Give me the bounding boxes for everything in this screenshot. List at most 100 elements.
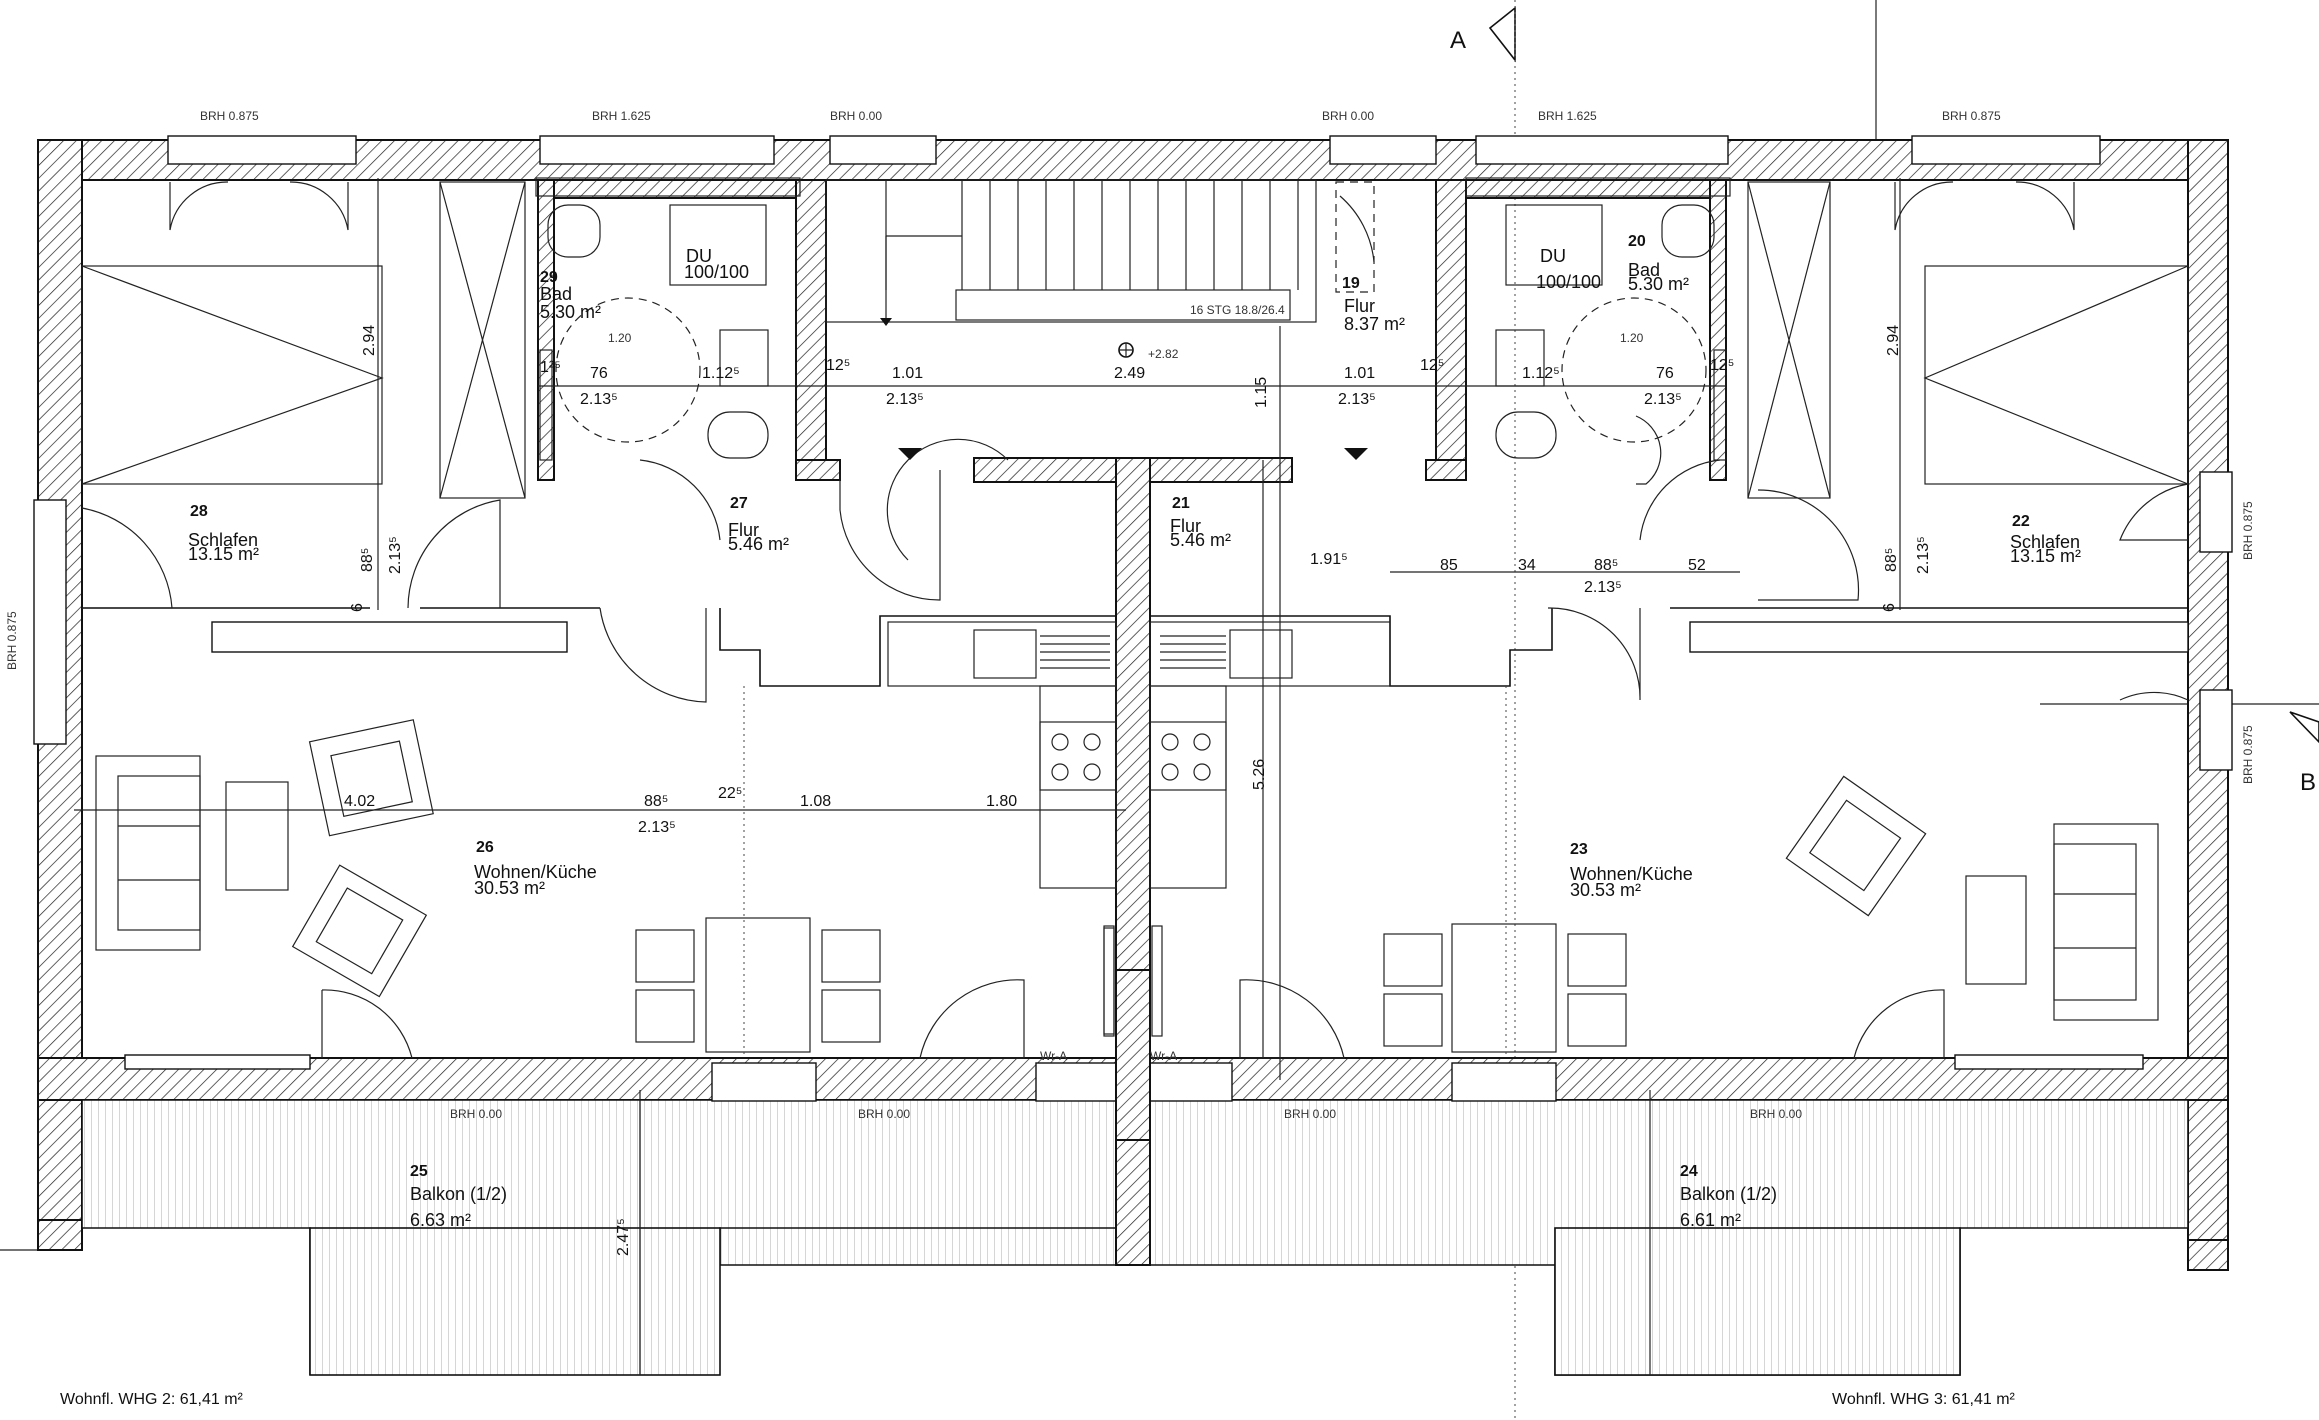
brh-b4: BRH 0.00 (1750, 1107, 1802, 1121)
room-number: 29 (540, 269, 558, 286)
room-number: 20 (1628, 233, 1646, 250)
dim-6-right: 6 (1881, 603, 1898, 612)
brh-left: BRH 0.875 (5, 611, 19, 670)
brh-b2: BRH 0.00 (858, 1107, 910, 1121)
room-name: Bad (1628, 260, 1660, 280)
arrow-left (898, 448, 922, 460)
dim-213-c: 2.13⁵ (1338, 391, 1376, 408)
dim-108: 1.08 (800, 793, 831, 810)
room-19: 19 Flur 8.37 m² (1342, 275, 1405, 334)
dim-885-mid: 88⁵ (1594, 557, 1618, 574)
brh-t3: BRH 0.00 (830, 109, 882, 123)
dim-52: 52 (1688, 557, 1706, 574)
balcony-area (81, 1090, 2189, 1376)
room-number: 25 (410, 1163, 428, 1180)
room-number: 19 (1342, 275, 1360, 292)
room-name: Schlafen (2010, 532, 2080, 552)
dim-125-right: 12⁵ (1420, 357, 1444, 374)
level-label: +2.82 (1148, 347, 1179, 361)
kitchen-right (1149, 621, 1391, 1037)
dim-101-left: 1.01 (892, 365, 923, 382)
room-number: 24 (1680, 1163, 1698, 1180)
room-name: Wohnen/Küche (474, 862, 597, 882)
dim-125-left: 12⁵ (826, 357, 850, 374)
dim-213-a: 2.13⁵ (580, 391, 618, 408)
room-29: 29 Bad 5.30 m² (540, 269, 601, 322)
dim-112-right: 1.12⁵ (1522, 365, 1560, 382)
dim-180: 1.80 (986, 793, 1017, 810)
room-area: 13.15 m² (188, 544, 259, 564)
arrow-right (1344, 448, 1368, 460)
room-area: 8.37 m² (1344, 314, 1405, 334)
brh-labels: BRH 0.875 BRH 1.625 BRH 0.00 BRH 0.00 BR… (5, 109, 2255, 1121)
living-furniture-right (743, 686, 2159, 1058)
dim-526: 5.26 (1251, 759, 1268, 790)
room-name: Flur (1344, 296, 1375, 316)
dim-85: 85 (1440, 557, 1458, 574)
room-area: 5.46 m² (1170, 530, 1231, 550)
dim-76-right: 76 (1656, 365, 1674, 382)
room-name: Bad (540, 284, 572, 304)
room-23: 23 Wohnen/Küche 30.53 m² (1570, 841, 1693, 900)
room-area: 5.30 m² (1628, 274, 1689, 294)
dim-34: 34 (1518, 557, 1536, 574)
interior-walls (537, 179, 1727, 1141)
brh-t5: BRH 1.625 (1538, 109, 1597, 123)
wra-right: Wr-A (1150, 1049, 1177, 1063)
brh-right1: BRH 0.875 (2241, 501, 2255, 560)
dim-213-mid: 2.13⁵ (1584, 579, 1622, 596)
room-20: 20 Bad 5.30 m² (1628, 233, 1689, 294)
room-area: 30.53 m² (1570, 880, 1641, 900)
room-22: 22 Schlafen 13.15 m² (2010, 513, 2081, 566)
dim-6-left: 6 (349, 603, 366, 612)
room-area: 6.63 m² (410, 1210, 471, 1230)
wra-left: Wr-A (1040, 1049, 1067, 1063)
room-number: 22 (2012, 513, 2030, 530)
dim-2135-left: 2.13⁵ (387, 536, 404, 574)
brh-t6: BRH 0.875 (1942, 109, 2001, 123)
dim-885-wohn: 88⁵ (644, 793, 668, 810)
level-marker (1118, 342, 1134, 358)
room-21: 21 Flur 5.46 m² (1170, 495, 1231, 550)
dim-885-right: 88⁵ (1883, 548, 1900, 572)
dim-294-left: 2.94 (361, 325, 378, 356)
shower-left-size: 100/100 (684, 262, 749, 282)
dim-402: 4.02 (344, 793, 375, 810)
shower-left-label: DU (686, 246, 712, 266)
dim-885-left: 88⁵ (359, 548, 376, 572)
dim-213-d: 2.13⁵ (1644, 391, 1682, 408)
room-area: 5.46 m² (728, 534, 789, 554)
dim-1915: 1.91⁵ (1310, 551, 1348, 568)
staircase (825, 179, 1375, 326)
room-number: 26 (476, 839, 494, 856)
room-area: 13.15 m² (2010, 546, 2081, 566)
room-number: 21 (1172, 495, 1190, 512)
dimension-labels: 2.94 2.94 1²⁵ 76 1.12⁵ 12⁵ 1.01 2.49 1.0… (344, 325, 1932, 1256)
turn-circle-left: 1.20 (608, 331, 632, 345)
dim-101-right: 1.01 (1344, 365, 1375, 382)
dim-115: 1.15 (1253, 377, 1270, 408)
section-b-label: B (2300, 769, 2316, 796)
stair-treads (885, 180, 1299, 290)
beds (81, 265, 2189, 485)
room-24: 24 Balkon (1/2) 6.61 m² (1680, 1163, 1777, 1230)
dim-2135-right: 2.13⁵ (1915, 536, 1932, 574)
turn-circle-right: 1.20 (1620, 331, 1644, 345)
dim-294-right: 2.94 (1885, 325, 1902, 356)
room-name: Schlafen (188, 530, 258, 550)
fixture-labels: DU 100/100 DU 100/100 16 STG 18.8/26.4 +… (608, 246, 1644, 1063)
room-number: 27 (730, 495, 748, 512)
room-name: Flur (728, 520, 759, 540)
partitions (82, 607, 2189, 687)
dim-2475: 2.47⁵ (615, 1218, 632, 1256)
dimension-lines (74, 178, 1901, 1375)
brh-right2: BRH 0.875 (2241, 725, 2255, 784)
dim-213-b: 2.13⁵ (886, 391, 924, 408)
room-area: 6.61 m² (1680, 1210, 1741, 1230)
dim-112-left: 1.12⁵ (702, 365, 740, 382)
doors (81, 181, 2189, 1059)
living-furniture-left (95, 719, 1115, 1053)
shower-right-label: DU (1540, 246, 1566, 266)
room-25: 25 Balkon (1/2) 6.63 m² (410, 1163, 507, 1230)
